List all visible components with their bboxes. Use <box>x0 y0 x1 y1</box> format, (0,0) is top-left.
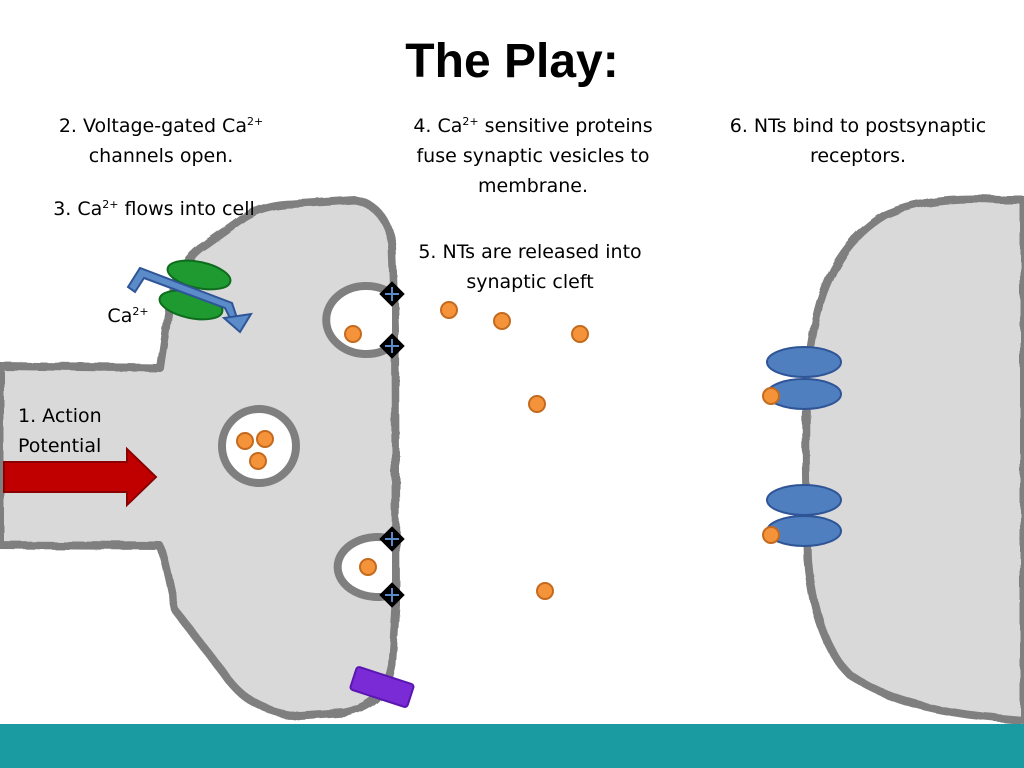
receptor <box>766 346 842 378</box>
neurotransmitter <box>249 452 267 470</box>
step-1-label: 1. Action Potential <box>18 405 102 457</box>
slide-title: The Play: <box>405 35 619 88</box>
neurotransmitter <box>536 582 554 600</box>
neurotransmitter <box>528 395 546 413</box>
neurotransmitter <box>440 301 458 319</box>
postsynaptic-cell <box>801 195 1024 724</box>
bound-neurotransmitter <box>762 387 780 405</box>
membrane-protein <box>349 666 415 708</box>
calcium-ion-label: Ca2+ <box>107 305 149 327</box>
neurotransmitter <box>256 430 274 448</box>
step-4-label: 4. Ca2+ sensitive proteins fuse synaptic… <box>413 115 653 197</box>
synaptic-vesicle-internal <box>218 405 300 487</box>
bound-neurotransmitter <box>762 526 780 544</box>
fusion-protein <box>379 281 405 307</box>
fusing-vesicle-top <box>322 282 395 358</box>
neurotransmitter <box>571 325 589 343</box>
neurotransmitter <box>493 312 511 330</box>
step-6-label: 6. NTs bind to postsynaptic receptors. <box>729 115 987 167</box>
fusion-protein <box>379 333 405 359</box>
footer-bar <box>0 724 1024 768</box>
fusion-protein <box>379 582 405 608</box>
calcium-flow-arrowhead <box>221 312 253 334</box>
neurotransmitter <box>236 432 254 450</box>
step-2-label: 2. Voltage-gated Ca2+ channels open. <box>58 115 264 167</box>
step-5-label: 5. NTs are released into synaptic cleft <box>418 241 642 293</box>
receptor <box>766 484 842 516</box>
step-3-label: 3. Ca2+ flows into cell <box>53 198 255 220</box>
neurotransmitter <box>344 325 362 343</box>
action-potential-arrow <box>3 446 158 508</box>
calcium-channel-subunit <box>166 259 232 291</box>
neurotransmitter <box>359 558 377 576</box>
presynaptic-terminal <box>0 196 400 720</box>
fusion-protein <box>379 526 405 552</box>
